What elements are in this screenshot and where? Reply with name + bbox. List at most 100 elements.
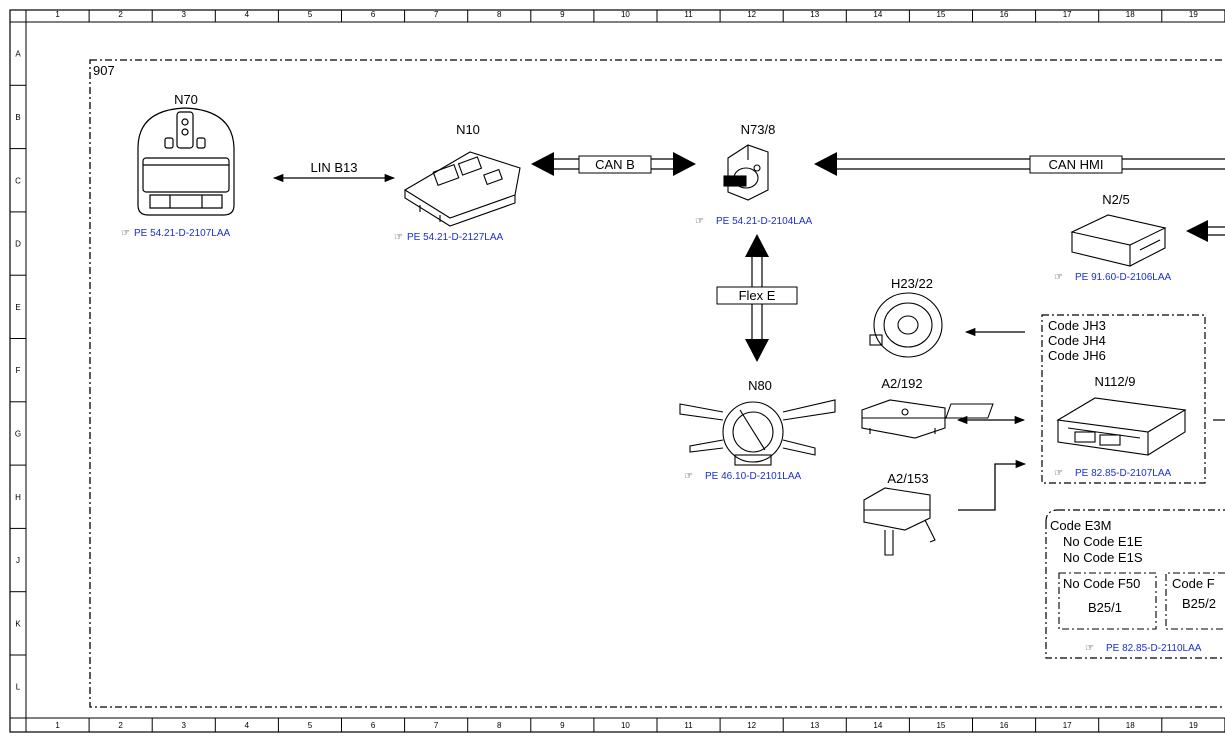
- grid-row-label: J: [16, 556, 20, 565]
- a2-192-label: A2/192: [881, 376, 922, 391]
- n70-label: N70: [174, 92, 198, 107]
- b25-2-label: B25/2: [1182, 596, 1216, 611]
- grid-col-bottom-label: 6: [371, 721, 376, 730]
- grid-col-bottom-label: 19: [1189, 721, 1198, 730]
- n112-9-label: N112/9: [1095, 374, 1136, 389]
- grid-col-bottom-label: 4: [245, 721, 250, 730]
- code-jh4: Code JH4: [1048, 333, 1106, 348]
- code-e3m-box: [1045, 509, 1225, 659]
- grid-col-bottom-label: 8: [497, 721, 502, 730]
- grid-col-top-label: 7: [434, 10, 439, 19]
- grid-row-label: G: [15, 429, 21, 438]
- no-code-f50-label: No Code F50: [1063, 576, 1140, 591]
- code-jh6: Code JH6: [1048, 348, 1106, 363]
- grid-col-bottom-label: 16: [1000, 721, 1009, 730]
- grid-col-bottom-label: 3: [182, 721, 187, 730]
- n80-ref-link[interactable]: PE 46.10-D-2101LAA: [705, 471, 802, 482]
- grid-col-bottom-label: 1: [55, 721, 60, 730]
- n2-5-control-unit-icon: [1070, 214, 1167, 267]
- no-code-e1e: No Code E1E: [1063, 534, 1143, 549]
- h23-22-speaker-icon: [869, 292, 943, 358]
- a2-153-signal-arrow: [958, 459, 1027, 511]
- n73-8-ref-link[interactable]: PE 54.21-D-2104LAA: [716, 216, 813, 227]
- n112-9-control-unit-icon: [945, 397, 1187, 456]
- grid-row-label: H: [15, 493, 21, 502]
- n2-5-ref-link[interactable]: PE 91.60-D-2106LAA: [1075, 272, 1172, 283]
- a2-153-label: A2/153: [887, 471, 928, 486]
- n73-8-label: N73/8: [741, 122, 776, 137]
- grid-row-label: D: [15, 240, 21, 249]
- grid-column-markers: 1122334455667788991010111112121313141415…: [55, 10, 1225, 732]
- flex-e-label: Flex E: [739, 288, 776, 303]
- n70-ref-link[interactable]: PE 54.21-D-2107LAA: [134, 228, 231, 239]
- grid-row-label: F: [16, 366, 21, 375]
- grid-row-label: B: [15, 113, 20, 122]
- grid-col-bottom-label: 12: [747, 721, 756, 730]
- code-e3m-ref-icon: ☞: [1085, 643, 1094, 654]
- can-b-label: CAN B: [595, 157, 635, 172]
- n2-5-input-arrow: [1186, 220, 1208, 242]
- grid-col-top-label: 11: [684, 10, 693, 19]
- grid-col-top-label: 1: [55, 10, 60, 19]
- grid-col-bottom-label: 2: [118, 721, 123, 730]
- sheet-frame: [9, 9, 1225, 733]
- n80-label: N80: [748, 378, 772, 393]
- grid-row-label: L: [16, 683, 21, 692]
- b25-1-label: B25/1: [1088, 600, 1122, 615]
- n70-overhead-panel-icon: [137, 107, 235, 216]
- grid-col-bottom-label: 7: [434, 721, 439, 730]
- no-code-e1s: No Code E1S: [1063, 550, 1143, 565]
- can-hmi-label: CAN HMI: [1049, 157, 1104, 172]
- lin-b13-label: LIN B13: [311, 160, 358, 175]
- a2-192-module-icon: [861, 399, 946, 439]
- grid-col-bottom-label: 10: [621, 721, 630, 730]
- grid-col-bottom-label: 13: [810, 721, 819, 730]
- n73-8-ref-icon: ☞: [695, 216, 704, 227]
- grid-col-top-label: 2: [118, 10, 123, 19]
- n10-ref-icon: ☞: [394, 232, 403, 243]
- n10-control-unit-icon: [403, 151, 521, 227]
- grid-col-top-label: 18: [1126, 10, 1135, 19]
- grid-col-top-label: 3: [182, 10, 187, 19]
- grid-col-top-label: 17: [1063, 10, 1072, 19]
- can-hmi-connection: [814, 152, 1225, 176]
- h23-22-label: H23/22: [891, 276, 933, 291]
- n2-5-ref-icon: ☞: [1054, 272, 1063, 283]
- grid-col-bottom-label: 5: [308, 721, 313, 730]
- grid-col-top-label: 4: [245, 10, 250, 19]
- code-e3m: Code E3M: [1050, 518, 1111, 533]
- grid-col-top-label: 16: [1000, 10, 1009, 19]
- grid-col-top-label: 9: [560, 10, 565, 19]
- n2-5-label: N2/5: [1102, 192, 1129, 207]
- grid-col-bottom-label: 18: [1126, 721, 1135, 730]
- n10-label: N10: [456, 122, 480, 137]
- n73-8-ignition-switch-icon: [723, 144, 769, 201]
- grid-col-top-label: 5: [308, 10, 313, 19]
- a2-153-module-icon: [863, 487, 936, 556]
- code-jh-box: [1041, 314, 1206, 484]
- flex-e-connection: [716, 234, 798, 362]
- boundary-907-label: 907: [93, 63, 115, 78]
- no-code-f50-box: [1058, 572, 1157, 630]
- code-jh3: Code JH3: [1048, 318, 1106, 333]
- grid-col-top-label: 8: [497, 10, 502, 19]
- n10-ref-link[interactable]: PE 54.21-D-2127LAA: [407, 232, 504, 243]
- can-b-connection: [531, 152, 696, 176]
- grid-col-bottom-label: 9: [560, 721, 565, 730]
- grid-col-top-label: 13: [810, 10, 819, 19]
- code-e3m-ref-link[interactable]: PE 82.85-D-2110LAA: [1106, 643, 1202, 654]
- boundary-907: [89, 59, 1225, 708]
- n80-ref-icon: ☞: [684, 471, 693, 482]
- grid-row-label: A: [15, 50, 21, 59]
- grid-col-bottom-label: 15: [936, 721, 945, 730]
- grid-col-bottom-label: 14: [873, 721, 882, 730]
- grid-col-bottom-label: 17: [1063, 721, 1072, 730]
- n112-9-ref-link[interactable]: PE 82.85-D-2107LAA: [1075, 468, 1172, 479]
- grid-row-label: E: [15, 303, 20, 312]
- code-f-box: [1165, 572, 1225, 630]
- grid-col-top-label: 15: [936, 10, 945, 19]
- grid-col-top-label: 6: [371, 10, 376, 19]
- n112-9-ref-icon: ☞: [1054, 468, 1063, 479]
